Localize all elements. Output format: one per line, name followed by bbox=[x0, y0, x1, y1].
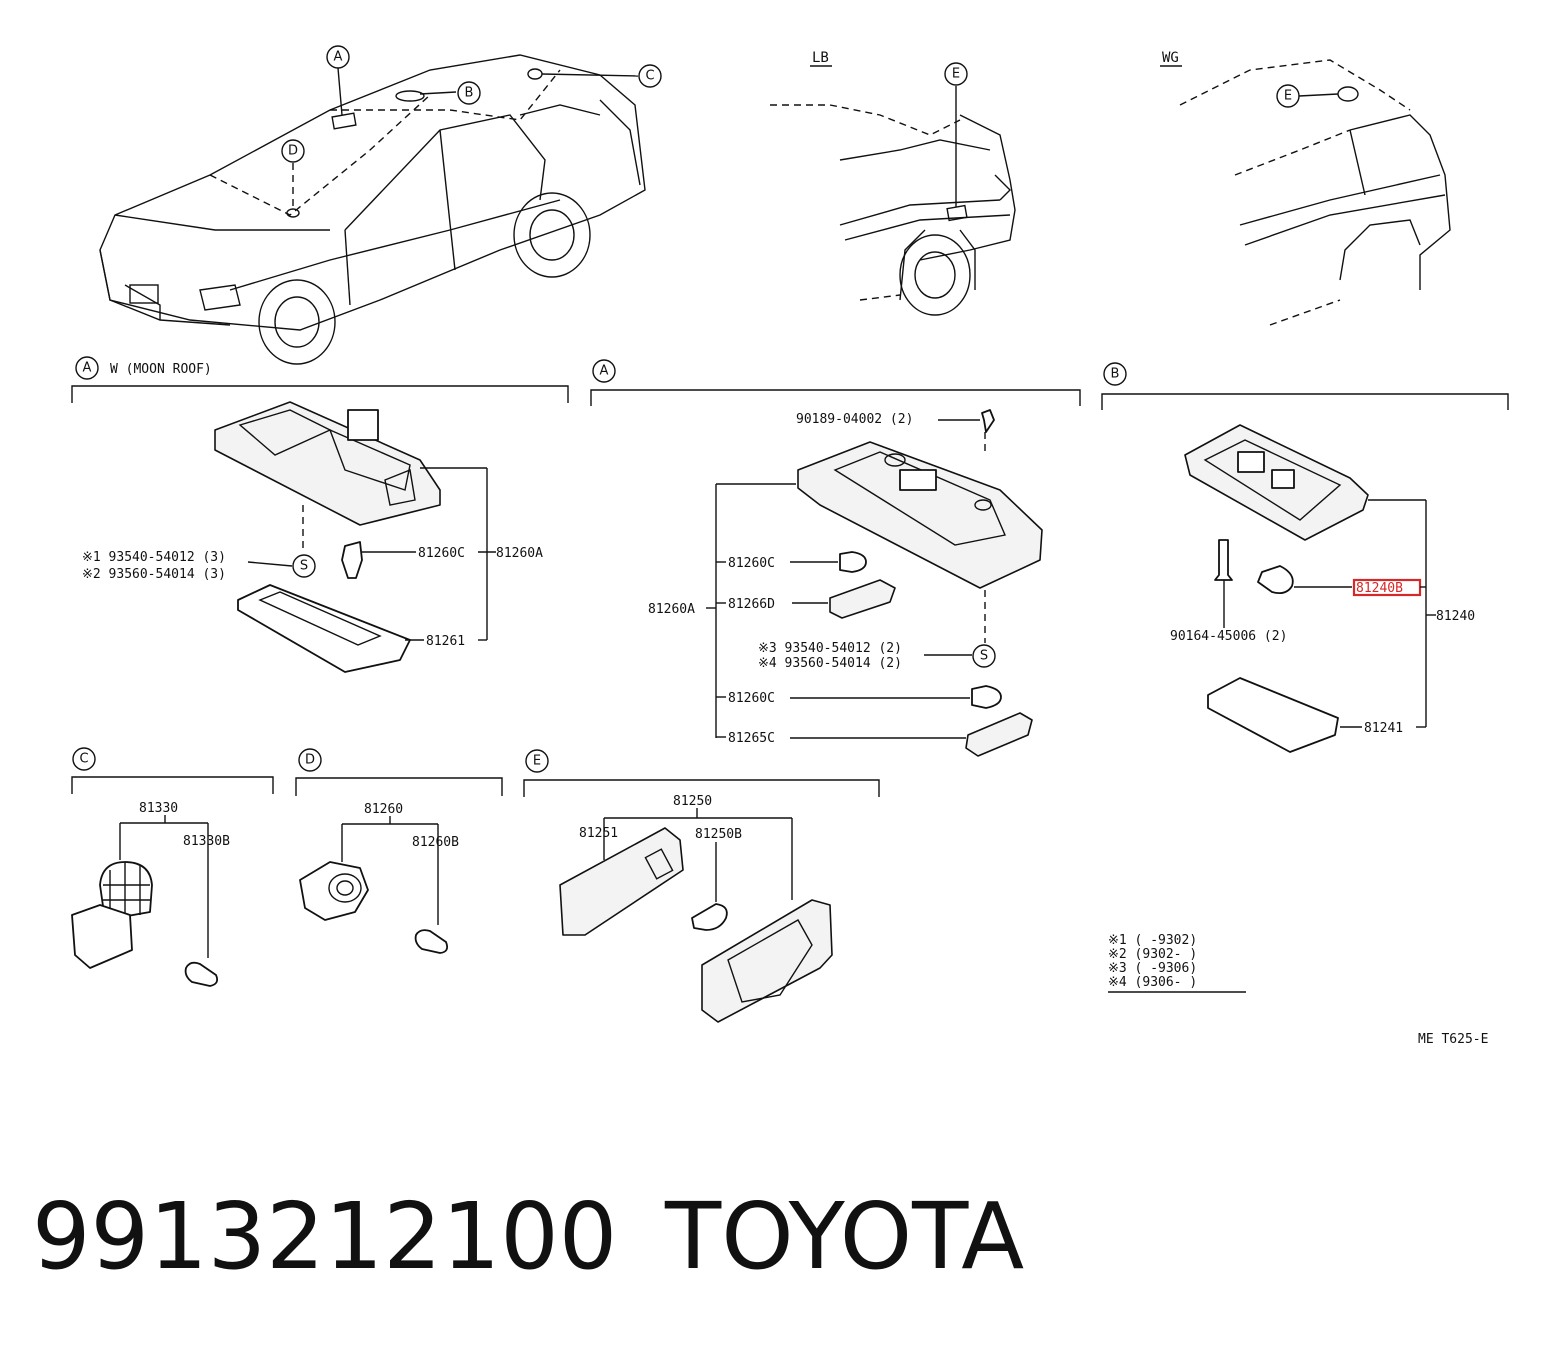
socket-81330[interactable] bbox=[99, 861, 153, 921]
screw-s-moonroof[interactable]: S bbox=[292, 554, 316, 578]
label-81260c-standard-1[interactable]: 81260C bbox=[728, 556, 775, 571]
legend-row-2: ※2 (9302- ) bbox=[1108, 947, 1197, 962]
note-1-moonroof: ※1 93540-54012 (3) bbox=[82, 550, 226, 565]
callout-b-section[interactable] bbox=[1103, 362, 1127, 386]
bulb-81330b[interactable] bbox=[184, 961, 219, 987]
callout-d-car[interactable]: D bbox=[281, 139, 305, 163]
svg-text:C: C bbox=[79, 752, 88, 767]
callout-e-section[interactable] bbox=[525, 749, 549, 773]
svg-text:D: D bbox=[288, 144, 298, 159]
label-81266d[interactable]: 81266D bbox=[728, 597, 775, 612]
lamp-housing-81250[interactable] bbox=[701, 899, 833, 1023]
callout-a-standard[interactable] bbox=[592, 359, 616, 383]
label-90164-45006[interactable]: 90164-45006 (2) bbox=[1170, 629, 1287, 644]
label-81330b[interactable]: 81330B bbox=[183, 834, 230, 849]
screw-90164-45006[interactable] bbox=[1214, 539, 1233, 581]
label-90189-04002[interactable]: 90189-04002 (2) bbox=[796, 412, 913, 427]
callout-e-wg[interactable]: E bbox=[1276, 84, 1300, 108]
svg-text:E: E bbox=[952, 67, 960, 82]
section-c: C 81330 81330B bbox=[71, 747, 274, 987]
screw-s-standard[interactable]: S bbox=[972, 644, 996, 668]
callout-c-car[interactable]: C bbox=[638, 64, 662, 88]
svg-text:B: B bbox=[465, 86, 474, 101]
bulb-81250b[interactable] bbox=[691, 903, 728, 931]
label-81261[interactable]: 81261 bbox=[426, 634, 465, 649]
reference-code: ME T625-E bbox=[1418, 1032, 1488, 1047]
label-81330[interactable]: 81330 bbox=[139, 801, 178, 816]
part-number: 9913212100 bbox=[32, 1183, 617, 1290]
svg-text:S: S bbox=[300, 559, 308, 574]
lens-81266d[interactable] bbox=[829, 579, 896, 619]
svg-text:A: A bbox=[83, 361, 92, 376]
label-81260a-standard[interactable]: 81260A bbox=[648, 602, 695, 617]
note-3-standard: ※3 93540-54012 (2) bbox=[758, 641, 902, 656]
label-81260b-d[interactable]: 81260B bbox=[412, 835, 459, 850]
lamp-housing-81260a[interactable] bbox=[797, 441, 1043, 589]
brand-name: TOYOTA bbox=[664, 1183, 1024, 1290]
moonroof-title: W (MOON ROOF) bbox=[110, 362, 212, 377]
label-81260c-moonroof[interactable]: 81260C bbox=[418, 546, 465, 561]
svg-text:B: B bbox=[1111, 367, 1120, 382]
bulb-81260b-d[interactable] bbox=[414, 929, 449, 954]
legend-row-3: ※3 ( -9306) bbox=[1108, 961, 1197, 976]
svg-text:S: S bbox=[980, 649, 988, 664]
svg-text:C: C bbox=[645, 69, 654, 84]
lens-81251[interactable] bbox=[559, 827, 684, 936]
svg-text:E: E bbox=[1284, 89, 1292, 104]
bulb-81260c-moonroof[interactable] bbox=[341, 541, 363, 579]
lens-81261[interactable] bbox=[237, 584, 411, 673]
label-81250[interactable]: 81250 bbox=[673, 794, 712, 809]
section-d: D 81260 81260B bbox=[295, 748, 503, 954]
note-4-standard: ※4 93560-54014 (2) bbox=[758, 656, 902, 671]
section-a-moonroof: A W (MOON ROOF) 81260C 81260A S ※1 93540… bbox=[71, 356, 569, 673]
label-81240[interactable]: 81240 bbox=[1436, 609, 1475, 624]
clip-90189[interactable] bbox=[981, 409, 995, 433]
lb-rear-view: LB bbox=[770, 50, 1016, 316]
lens-81241[interactable] bbox=[1207, 677, 1339, 753]
label-81251[interactable]: 81251 bbox=[579, 826, 618, 841]
section-e: E 81250 81251 81250B bbox=[523, 749, 880, 1023]
bulb-81260c-standard-2[interactable] bbox=[971, 685, 1002, 709]
sedan-illustration bbox=[99, 54, 646, 365]
label-81241[interactable]: 81241 bbox=[1364, 721, 1403, 736]
svg-text:D: D bbox=[305, 753, 315, 768]
label-81260-d[interactable]: 81260 bbox=[364, 802, 403, 817]
connector-standard bbox=[899, 469, 937, 491]
connector-81240 bbox=[1237, 451, 1265, 473]
wg-label: WG bbox=[1162, 50, 1179, 66]
callout-a-car[interactable]: A bbox=[326, 45, 350, 69]
socket-81260[interactable] bbox=[299, 861, 369, 921]
callout-d-section[interactable] bbox=[298, 748, 322, 772]
bulb-81240b[interactable] bbox=[1257, 565, 1294, 595]
svg-text:E: E bbox=[533, 754, 541, 769]
callout-e-lb[interactable]: E bbox=[944, 62, 968, 86]
label-81240b[interactable]: 81240B bbox=[1356, 581, 1403, 596]
callout-c-section[interactable] bbox=[72, 747, 96, 771]
lens-81265c[interactable] bbox=[965, 712, 1033, 757]
switch-81240 bbox=[1271, 469, 1295, 489]
lb-label: LB bbox=[812, 50, 829, 66]
note-2-moonroof: ※2 93560-54014 (3) bbox=[82, 567, 226, 582]
legend-row-1: ※1 ( -9302) bbox=[1108, 933, 1197, 948]
section-b: B 90164-45006 (2) 81240B 81240 81241 bbox=[1101, 362, 1509, 753]
label-81250b[interactable]: 81250B bbox=[695, 827, 742, 842]
callout-a-moonroof[interactable] bbox=[75, 356, 99, 380]
wg-rear-view: WG bbox=[1160, 50, 1451, 326]
label-81260c-standard-2[interactable]: 81260C bbox=[728, 691, 775, 706]
label-81265c[interactable]: 81265C bbox=[728, 731, 775, 746]
svg-text:A: A bbox=[334, 50, 343, 65]
callout-b-car[interactable]: B bbox=[457, 81, 481, 105]
lamp-housing-moonroof[interactable] bbox=[214, 401, 441, 526]
legend-row-4: ※4 (9306- ) bbox=[1108, 975, 1197, 990]
section-a-standard: A 90189-04002 (2) 81260A 81260C 81266D ※… bbox=[590, 359, 1081, 757]
connector-moonroof bbox=[347, 409, 379, 441]
holder-81330 bbox=[71, 904, 133, 969]
date-legend: ※1 ( -9302) ※2 (9302- ) ※3 ( -9306) ※4 (… bbox=[1108, 933, 1246, 993]
svg-text:A: A bbox=[600, 364, 609, 379]
label-81260a-moonroof[interactable]: 81260A bbox=[496, 546, 543, 561]
bulb-81260c-standard-1[interactable] bbox=[839, 551, 867, 573]
